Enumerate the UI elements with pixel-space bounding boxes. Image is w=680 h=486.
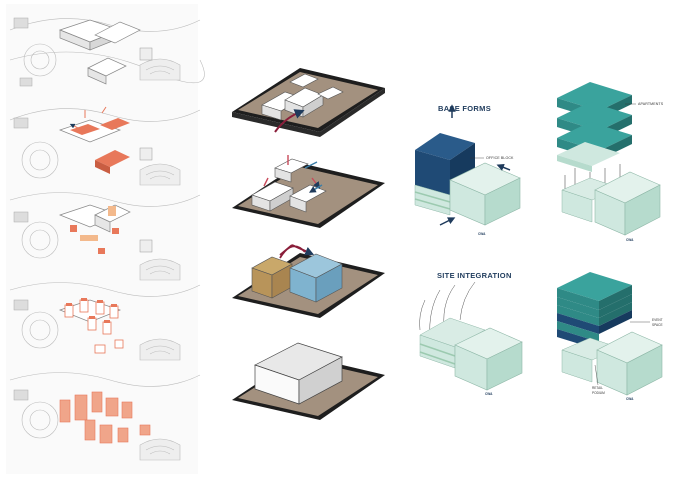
final-composite-diagram xyxy=(557,272,663,396)
label-office-block: OFFICE BLOCK xyxy=(486,156,514,160)
apartments-diagram xyxy=(557,82,661,236)
heading-base-forms: BASE FORMS xyxy=(438,104,492,113)
label-retail-podium: RETAIL PODIUM xyxy=(592,386,605,395)
base-forms-diagram xyxy=(414,104,521,226)
site-context-strips xyxy=(6,4,205,474)
heading-site-integration: SITE INTEGRATION xyxy=(437,271,512,280)
massing-step-1 xyxy=(232,68,385,137)
logo-cwa: CWA xyxy=(485,392,493,396)
massing-step-4 xyxy=(232,342,385,420)
massing-steps xyxy=(232,68,385,420)
label-event-space: EVENT SPACE xyxy=(652,318,663,327)
logo-cwa: CWA xyxy=(626,238,634,242)
massing-step-3 xyxy=(232,244,385,318)
massing-step-2 xyxy=(232,155,385,228)
logo-cwa: CWA xyxy=(478,232,486,236)
apartment-slab-4 xyxy=(557,142,620,172)
logo-cwa: CWA xyxy=(626,397,634,401)
site-integration-diagram xyxy=(419,281,523,391)
context-strip-1 xyxy=(9,18,205,84)
label-apartments: APARTMENTS xyxy=(638,102,664,106)
